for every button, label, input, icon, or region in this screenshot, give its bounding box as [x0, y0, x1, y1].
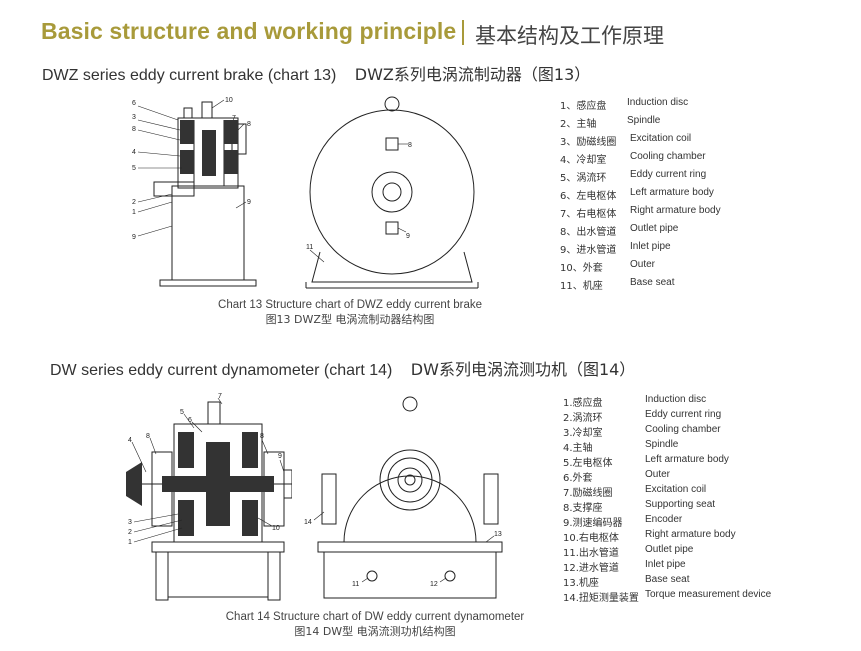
chart13-caption-zh: 图13 DWZ型 电涡流制动器结构图: [265, 313, 435, 326]
callout-11: 11: [306, 244, 313, 251]
callout-6: 6: [132, 100, 136, 107]
callout-7: 7: [232, 115, 236, 122]
callout-12: 12: [430, 581, 438, 588]
section2-title-zh: DW系列电涡流测功机（图14）: [410, 360, 636, 379]
callout-9c: 9: [406, 233, 410, 240]
callout-14: 14: [304, 519, 312, 526]
callout-9: 9: [278, 453, 282, 460]
callout-3: 3: [132, 114, 136, 121]
brake-section-drawing: 6 3 8 4 5 2 1 9 10 7 8 9: [132, 97, 257, 287]
callout-5: 5: [132, 165, 136, 172]
callout-9: 9: [132, 234, 136, 241]
section1-title-en: DWZ series eddy current brake (chart 13): [42, 67, 337, 84]
page-title: Basic structure and working principle: [41, 18, 457, 44]
chart14-caption: Chart 14 Structure chart of DW eddy curr…: [190, 611, 560, 639]
callout-2: 2: [132, 199, 136, 206]
callout-8: 8: [132, 126, 136, 133]
callout-4: 4: [132, 149, 136, 156]
callout-8b: 8: [247, 121, 251, 128]
section1-heading: DWZ series eddy current brake (chart 13)…: [42, 61, 590, 85]
callout-11: 11: [352, 581, 359, 588]
callout-10: 10: [272, 525, 280, 532]
chart14-caption-en: Chart 14 Structure chart of DW eddy curr…: [225, 611, 525, 623]
callout-5: 5: [180, 409, 184, 416]
dynamometer-end-view-drawing: 14 13 11 12: [304, 396, 503, 599]
title-divider: [462, 20, 464, 45]
section2-heading: DW series eddy current dynamometer (char…: [50, 356, 635, 380]
callout-8c: 8: [408, 142, 412, 149]
dynamometer-section-drawing: 5 6 7 4 8 8 9 3 2 1 10: [126, 393, 292, 601]
chart13-caption: Chart 13 Structure chart of DWZ eddy cur…: [180, 299, 520, 327]
brake-end-view-drawing: 8 9 11: [305, 96, 479, 289]
section1-title-zh: DWZ系列电涡流制动器（图13）: [354, 65, 591, 84]
callout-9b: 9: [247, 199, 251, 206]
callout-3: 3: [128, 519, 132, 526]
callout-labels: 6 3 8 4 5 2 1 9 10 7 8 9: [132, 97, 251, 241]
page-title-chinese: 基本结构及工作原理: [475, 24, 664, 48]
callout-1: 1: [132, 209, 136, 216]
section2-title-en: DW series eddy current dynamometer (char…: [50, 362, 393, 379]
callout-6: 6: [188, 417, 192, 424]
callout-1: 1: [128, 539, 132, 546]
callout-4: 4: [128, 437, 132, 444]
callout-8: 8: [146, 433, 150, 440]
chart14-caption-zh: 图14 DW型 电涡流测功机结构图: [294, 625, 456, 638]
callout-2: 2: [128, 529, 132, 536]
callout-7: 7: [218, 393, 222, 400]
callout-13: 13: [494, 531, 502, 538]
chart13-caption-en: Chart 13 Structure chart of DWZ eddy cur…: [218, 299, 482, 311]
callout-8b: 8: [260, 433, 264, 440]
callout-10: 10: [225, 97, 233, 104]
